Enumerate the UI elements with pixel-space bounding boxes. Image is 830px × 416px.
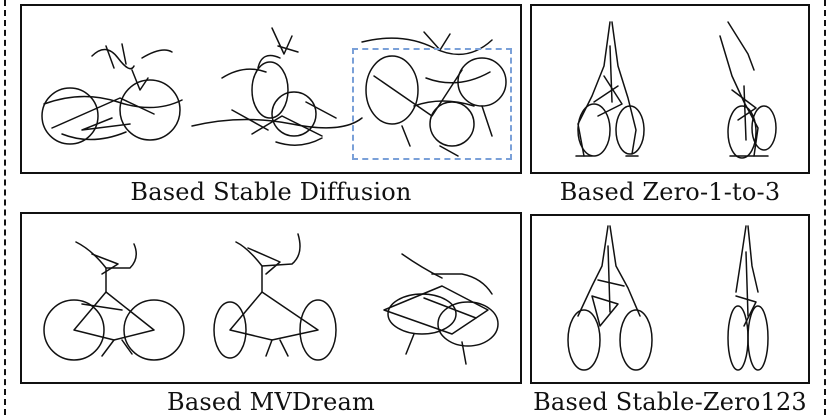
bicycle-sketches-sz [567,225,769,371]
panel-stable-diffusion [20,4,522,174]
caption-stable-diffusion: Based Stable Diffusion [130,178,412,206]
left-dashed-divider [4,0,6,415]
sketch-mv-2 [213,233,337,361]
highlight-dashed-box [352,48,512,160]
sketch-mv-3 [383,253,499,365]
caption-stable-zero123: Based Stable-Zero123 [533,388,807,416]
right-dashed-divider [824,0,826,415]
bicycle-sketches-mv [43,233,499,365]
sketch-sd-3 [361,31,507,157]
bicycle-sketches-zero [575,21,777,159]
panel-zero-1-to-3 [530,4,810,174]
bicycle-sketches-sd [41,27,507,157]
sketch-sd-2 [191,27,363,146]
sketch-sz-2 [727,225,769,371]
sketch-sz-1 [567,225,653,371]
caption-mvdream: Based MVDream [167,388,375,416]
sketch-zero-2 [719,21,777,159]
sketch-zero-1 [575,21,645,157]
sketch-sd-1 [41,43,183,145]
caption-zero-1-to-3: Based Zero-1-to-3 [559,178,781,206]
sketch-mv-1 [43,241,185,361]
panel-stable-zero123 [530,214,810,384]
panel-mvdream [20,212,522,384]
